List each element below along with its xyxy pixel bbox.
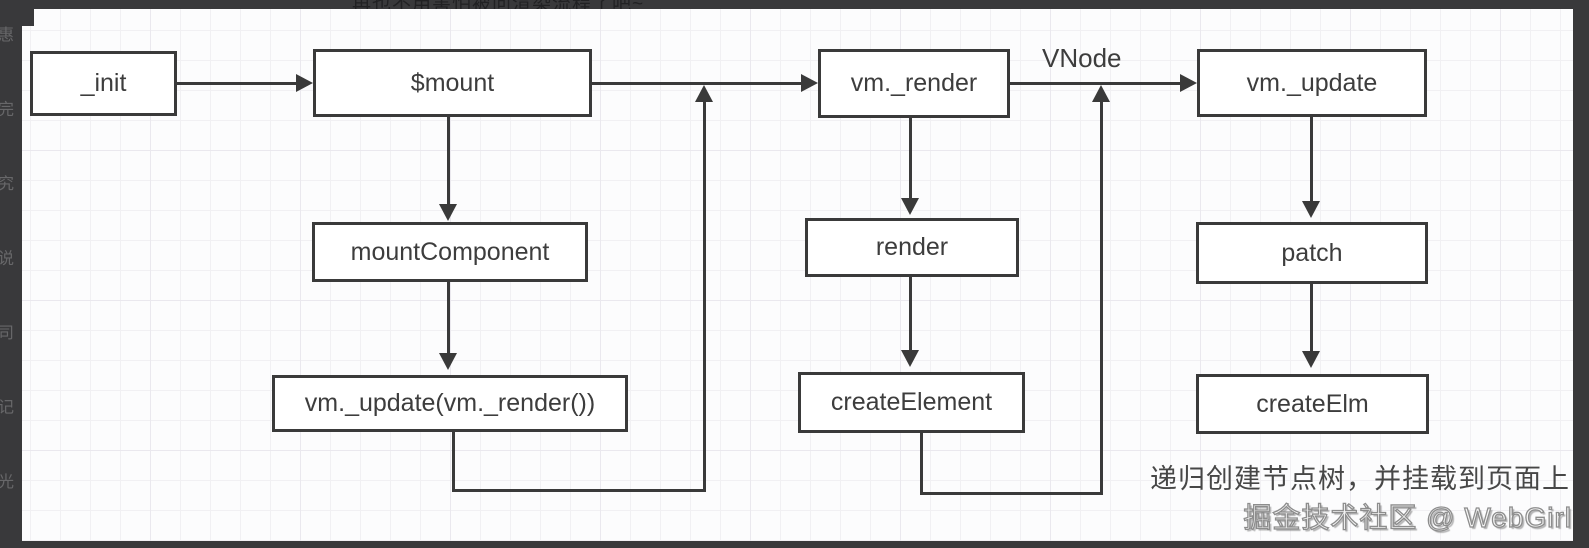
node-create-element: createElement [798,372,1025,433]
node-render: render [805,218,1019,277]
loop-updatecall-up-head-icon [695,85,713,102]
loop-updatecall-down-line [452,431,455,492]
arrow-vm-render-to-vm-update-line [1009,82,1181,85]
node-create-elm: createElm [1196,374,1429,434]
arrow-vm-render-to-render-line [909,117,912,199]
loop-updatecall-bottom-line [452,489,705,492]
arrow-render-to-createelement-head-icon [901,350,919,367]
loop-createelement-up-line [1100,102,1103,495]
node-mount-component-label: mountComponent [350,237,550,266]
left-frame-bar: 惠 完 究 说 司 记 光 化 年 [0,0,22,548]
arrow-mount-to-vm-render-head-icon [801,74,818,92]
node-mount: $mount [313,49,592,117]
bottom-frame-bar [0,541,1589,548]
arrow-init-to-mount-line [176,82,297,85]
arrow-vm-render-to-vm-update-head-icon [1180,74,1197,92]
vnode-edge-label: VNode [1042,43,1122,73]
node-mount-component: mountComponent [312,222,588,282]
node-patch: patch [1196,222,1428,284]
node-render-label: render [875,233,949,261]
arrow-mount-to-mountcomponent-line [447,116,450,204]
loop-createelement-bottom-line [920,492,1102,495]
loop-updatecall-up-line [703,102,706,492]
node-create-element-label: createElement [830,388,993,416]
node-init: _init [30,51,177,116]
recursion-annotation: 递归创建节点树，并挂载到页面上 [1150,464,1570,494]
top-cropped-text: 再也不用害怕被问渲染流程了吧~ [352,0,644,9]
node-vm-render-label: vm._render [850,69,978,97]
arrow-vm-render-to-render-head-icon [901,198,919,215]
node-mount-label: $mount [410,68,495,97]
arrow-vm-update-to-patch-head-icon [1302,201,1320,218]
node-init-label: _init [80,69,127,97]
node-create-elm-label: createElm [1256,389,1369,418]
arrow-mount-to-vm-render-line [591,82,802,85]
arrow-mountcomponent-to-updatecall-head-icon [439,353,457,370]
right-frame-bar [1573,0,1589,548]
node-vm-update-call-label: vm._update(vm._render()) [304,389,596,417]
arrow-vm-update-to-patch-line [1310,116,1313,202]
left-edge-text-fragments: 惠 完 究 说 司 记 光 化 年 [0,26,12,548]
arrow-init-to-mount-head-icon [296,74,313,92]
node-vm-update: vm._update [1197,49,1427,117]
node-vm-render: vm._render [818,49,1010,118]
arrow-patch-to-createelm-head-icon [1302,351,1320,368]
node-patch-label: patch [1281,238,1343,267]
loop-createelement-down-line [920,433,923,495]
node-vm-update-call: vm._update(vm._render()) [272,375,628,432]
node-vm-update-label: vm._update [1246,68,1378,97]
arrow-patch-to-createelm-line [1310,283,1313,352]
top-frame-bar: 再也不用害怕被问渲染流程了吧~ [0,0,1589,9]
arrow-render-to-createelement-line [909,276,912,351]
arrow-mount-to-mountcomponent-head-icon [439,204,457,221]
juejin-webgirl-watermark: 掘金技术社区 @ WebGirl [1243,501,1572,533]
arrow-mountcomponent-to-updatecall-line [447,281,450,354]
loop-createelement-up-head-icon [1092,85,1110,102]
